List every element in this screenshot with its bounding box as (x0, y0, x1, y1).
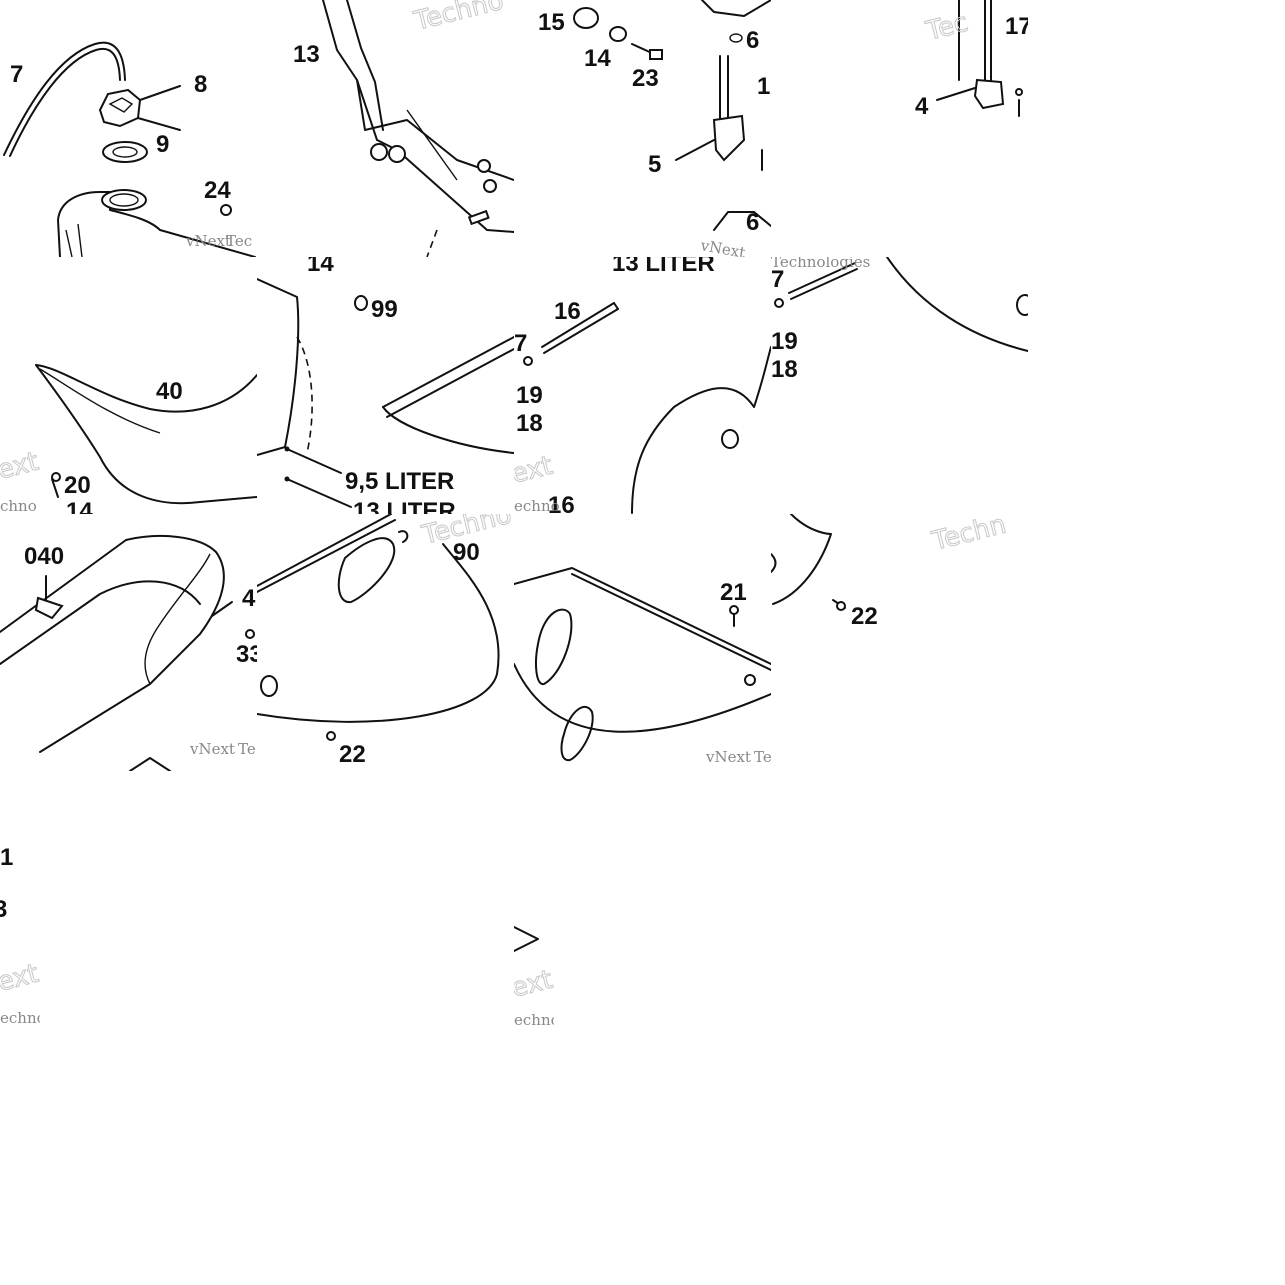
watermark-text: echno (0, 1009, 40, 1027)
watermark-text: vNext (189, 740, 235, 758)
callout-label: 7 (514, 330, 527, 357)
callout-label: 20 (64, 472, 91, 499)
watermark-text: Techno (410, 0, 506, 37)
callout-label: 13 (293, 41, 320, 68)
callout-label: 17 (1005, 13, 1028, 40)
edge-left-drawing: 1 3 ext echno (0, 844, 40, 1027)
callout-label: 19 (771, 328, 798, 355)
side-panel-21-drawing: 21 vNext Te (514, 567, 771, 766)
tank-volume-label: 13 LITER (612, 257, 715, 277)
callout-label: 40 (156, 378, 183, 405)
callout-label: 16 (554, 298, 581, 325)
callout-label: 9 (156, 131, 169, 158)
callout-label: 22 (851, 603, 878, 630)
callout-label: 040 (24, 543, 64, 570)
callout-label: 99 (371, 296, 398, 323)
tile-edge-left: 1 3 ext echno (0, 771, 40, 1028)
watermark-text: vNext (185, 232, 231, 250)
callout-label: 3 (0, 896, 7, 923)
callout-label: 18 (771, 356, 798, 383)
callout-label: 7 (10, 61, 23, 88)
tile-seat-40: 40 20 14 ext chno (0, 257, 257, 514)
bolt-22-drawing: 22 Techn (771, 514, 1010, 630)
side-panel-90-drawing: 90 22 Techno (257, 514, 514, 768)
fuel-tap-drawing: 15 14 23 6 1 5 6 vNext (538, 0, 771, 257)
callout-label: 4 (915, 93, 929, 120)
tile-side-cover-28: 7 19 18 Technologies (771, 257, 1028, 514)
tile-side-panel-90: 90 22 Techno (257, 514, 514, 771)
watermark-text: Techn (928, 514, 1009, 557)
watermark-text: vNext (698, 236, 746, 257)
tile-tank-capacity: 14 99 9,5 LITER 13 LITER (257, 257, 514, 514)
callout-label: 14 (307, 257, 334, 277)
edge-center-drawing: ext echno (514, 926, 554, 1028)
callout-label: 7 (771, 266, 784, 293)
callout-label: 14 (66, 498, 93, 514)
callout-label: 6 (746, 27, 759, 54)
tile-bolt-22: 22 Techn (771, 514, 1028, 771)
callout-label: 4 (242, 585, 256, 612)
tile-hose-16: 16 7 19 18 16 13 LITER ext echno (514, 257, 771, 514)
tile-fuel-tap: 15 14 23 6 1 5 6 vNext (514, 0, 771, 257)
callout-label: 22 (339, 741, 366, 768)
watermark-text: vNext (705, 748, 751, 766)
callout-label: 90 (453, 539, 480, 566)
callout-label: 1 (757, 73, 770, 100)
callout-label: 18 (516, 410, 543, 437)
watermark-text: Te (238, 740, 256, 758)
tank-capacity-drawing: 14 99 9,5 LITER 13 LITER (257, 257, 514, 514)
callout-label: 6 (746, 209, 759, 236)
watermark-text: echno (514, 497, 560, 514)
tank-volume-label: 13 LITER (353, 498, 456, 514)
callout-label: 16 (548, 492, 575, 514)
watermark-text: Technologies (771, 257, 870, 271)
tile-edge-center: ext echno (514, 771, 554, 1028)
watermark-text: chno (0, 497, 37, 514)
callout-label: 14 (584, 45, 611, 72)
callout-label: 19 (516, 382, 543, 409)
watermark-text: ext (514, 965, 554, 1004)
hose-16-drawing: 16 7 19 18 16 13 LITER ext echno (514, 257, 771, 514)
callout-label: 33 (236, 641, 257, 668)
callout-label: 24 (204, 177, 231, 204)
callout-label: 5 (648, 151, 661, 178)
callout-label: 21 (720, 579, 747, 606)
tile-fuel-cap: 7 8 9 24 vNext Tec (0, 0, 257, 257)
watermark-text: ext (0, 959, 40, 998)
frame-bracket-drawing: 13 Techno (293, 0, 514, 257)
tile-side-panel-21: 21 vNext Te (514, 514, 771, 771)
tile-tap-detail: 17 4 Tec (771, 0, 1028, 257)
watermark-text: Tec (226, 232, 252, 250)
callout-label: 8 (194, 71, 207, 98)
callout-label: 1 (0, 844, 13, 871)
tile-seat-040: 040 4 33 vNext Te (0, 514, 257, 771)
tank-volume-label: 9,5 LITER (345, 468, 454, 495)
side-cover-28-drawing: 7 19 18 Technologies (771, 257, 1028, 383)
callout-label: 23 (632, 65, 659, 92)
callout-label: 15 (538, 9, 565, 36)
seat-40-drawing: 40 20 14 ext chno (0, 364, 257, 514)
watermark-text: ext (514, 451, 556, 490)
watermark-text: Te (754, 748, 771, 766)
tap-detail-drawing: 17 4 Tec (915, 0, 1028, 120)
watermark-text: Tec (922, 8, 971, 47)
tile-frame-bracket: 13 Techno (257, 0, 514, 257)
seat-040-drawing: 040 4 33 vNext Te (0, 535, 257, 771)
watermark-text: echno (514, 1011, 554, 1028)
watermark-text: ext (0, 447, 42, 486)
fuel-cap-drawing: 7 8 9 24 vNext Tec (3, 41, 256, 257)
